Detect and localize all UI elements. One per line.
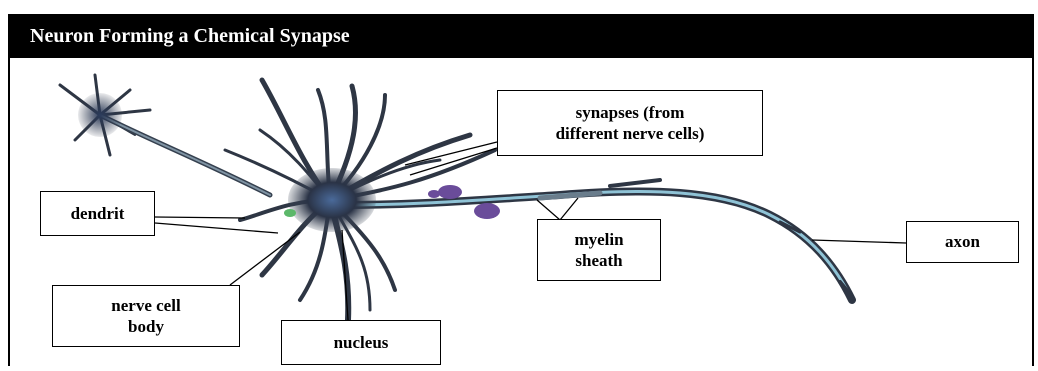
label-dendrit: dendrit: [40, 191, 155, 236]
label-nerve-cell-body-text: nerve cell body: [111, 295, 180, 338]
label-myelin-sheath: myelin sheath: [537, 219, 661, 281]
label-synapses: synapses (from different nerve cells): [497, 90, 763, 156]
nerve-cell-body-leader: [230, 232, 300, 285]
myelin-leader: [537, 198, 578, 220]
label-nucleus: nucleus: [281, 320, 441, 365]
dendrit-leader: [155, 223, 278, 233]
distant-neuron-body: [78, 93, 122, 137]
synapse-knob: [474, 203, 500, 219]
label-dendrit-text: dendrit: [71, 203, 125, 224]
label-axon: axon: [906, 221, 1019, 263]
dendrit-leader: [155, 217, 245, 218]
synapse-knob: [428, 190, 440, 198]
synapse-knob: [438, 185, 462, 199]
axon-leader: [812, 240, 906, 243]
cell-body-shape: [288, 168, 376, 232]
label-synapses-text: synapses (from different nerve cells): [556, 102, 705, 145]
label-nerve-cell-body: nerve cell body: [52, 285, 240, 347]
label-nucleus-text: nucleus: [334, 332, 389, 353]
label-axon-text: axon: [945, 231, 980, 252]
cell-body-highlight: [284, 209, 296, 217]
label-myelin-sheath-text: myelin sheath: [574, 229, 623, 272]
